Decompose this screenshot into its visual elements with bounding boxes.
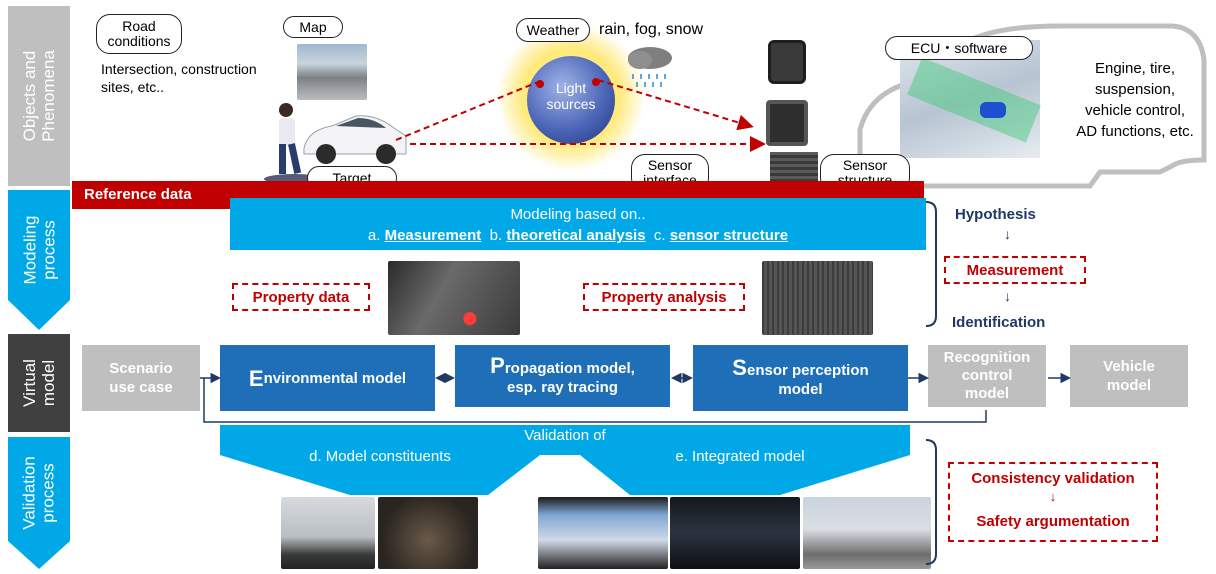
validation-funnel	[220, 425, 910, 495]
property-analysis-photo	[762, 261, 873, 335]
consistency-validation-label: Consistency validation	[971, 470, 1135, 487]
validation-d-label: d. Model constituents	[309, 448, 451, 465]
sensor-image-1	[768, 40, 806, 84]
side-label-modeling-arrow	[8, 190, 70, 330]
light-sources-sphere	[527, 56, 615, 144]
arrow-shape	[8, 437, 70, 569]
identification-label: Identification	[952, 314, 1046, 331]
side-label-validation-arrow	[8, 437, 70, 569]
validation-bracket	[925, 439, 937, 565]
target-platform	[264, 174, 324, 184]
property-data-box: Property data	[232, 283, 370, 311]
scenario-box: Scenario use case	[82, 345, 200, 411]
side-label-objects: Objects and Phenomena	[8, 6, 70, 186]
light-dot-right	[592, 78, 600, 86]
validation-photo-night	[670, 497, 800, 569]
car-image	[300, 108, 410, 170]
map-pill: Map	[283, 16, 343, 38]
hypothesis-arrow: ↓	[1004, 226, 1011, 242]
safety-argumentation-label: Safety argumentation	[976, 513, 1130, 530]
map-photo	[297, 44, 367, 100]
arrow-shape	[8, 190, 70, 330]
ecu-software-pill: ECU・software	[885, 36, 1033, 60]
side-label-virtual: Virtual model	[8, 334, 70, 432]
property-data-photo	[388, 261, 520, 335]
light-dot-left	[536, 80, 544, 88]
recognition-control-model-box: Recognition control model	[928, 345, 1046, 407]
validation-arrow: ↓	[1049, 489, 1057, 504]
propagation-model-box: Propagation model, esp. ray tracing	[455, 345, 670, 407]
weather-description: rain, fog, snow	[599, 21, 704, 38]
reference-data-label: Reference data	[84, 186, 192, 203]
validation-photo-chamber	[378, 497, 478, 569]
road-conditions-pill: Road conditions	[96, 14, 182, 54]
modeling-band: Modeling based on.. a. Measurement b. th…	[230, 198, 926, 250]
road-conditions-description: Intersection, construction sites, etc..	[101, 61, 257, 95]
side-label-validation: Validation process	[20, 456, 58, 530]
measurement-arrow: ↓	[1004, 288, 1011, 304]
ecu-car	[980, 102, 1006, 118]
vehicle-model-box: Vehicle model	[1070, 345, 1188, 407]
modeling-line2: a. Measurement b. theoretical analysis c…	[367, 227, 789, 244]
vehicle-description: Engine, tire, suspension, vehicle contro…	[1076, 60, 1194, 140]
validation-photo-windshield	[538, 497, 668, 569]
validation-photo-lab	[281, 497, 375, 569]
weather-pill: Weather	[516, 18, 590, 42]
validation-title: Validation of	[524, 427, 606, 444]
rain-cloud-icon	[624, 44, 676, 92]
validation-result-box	[948, 462, 1158, 542]
ecu-road-lane	[907, 57, 1041, 143]
validation-photo-vehicle	[803, 497, 931, 569]
vehicle-outline	[857, 23, 1207, 189]
sensor-perception-model-box: Sensor perception model	[693, 345, 908, 411]
modeling-line1: Modeling based on..	[510, 206, 646, 223]
hypothesis-label: Hypothesis	[955, 206, 1036, 223]
light-path-arrows	[395, 79, 766, 152]
virtual-model-connectors	[200, 372, 1071, 423]
measurement-box: Measurement	[944, 256, 1086, 284]
property-analysis-box: Property analysis	[583, 283, 745, 311]
validation-e-label: e. Integrated model	[675, 448, 805, 465]
light-sources-label: Light sources	[546, 80, 596, 112]
modeling-bracket	[925, 201, 937, 327]
side-label-modeling: Modeling process	[20, 215, 58, 285]
sensor-image-2	[766, 100, 808, 146]
